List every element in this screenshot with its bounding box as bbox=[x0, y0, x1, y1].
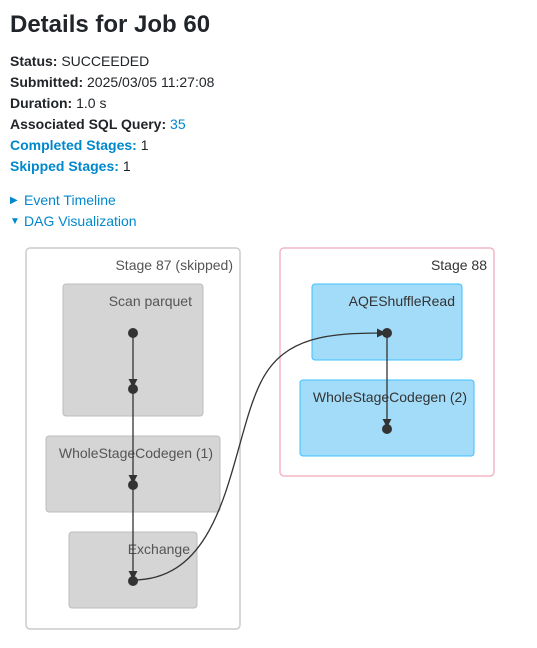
sql-query-label: Associated SQL Query: bbox=[10, 116, 167, 132]
submitted-value: 2025/03/05 11:27:08 bbox=[87, 74, 215, 90]
duration-label: Duration: bbox=[10, 95, 73, 111]
status-label: Status: bbox=[10, 53, 58, 69]
node-exchange-label: Exchange bbox=[128, 541, 190, 557]
stage-skipped-label: Stage 87 (skipped) bbox=[115, 257, 233, 273]
node-scan-parquet-label: Scan parquet bbox=[109, 293, 192, 309]
dag-dot-aqeshuffleread bbox=[382, 328, 392, 338]
event-timeline-toggle[interactable]: ▶ Event Timeline bbox=[10, 190, 137, 211]
dag-dot-codegen2 bbox=[382, 424, 392, 434]
job-summary: Status: SUCCEEDED Submitted: 2025/03/05 … bbox=[10, 51, 214, 177]
skipped-stages-link[interactable]: Skipped Stages: bbox=[10, 158, 119, 174]
toggle-section: ▶ Event Timeline ▼ DAG Visualization bbox=[10, 190, 137, 232]
dag-visualization-toggle[interactable]: ▼ DAG Visualization bbox=[10, 211, 137, 232]
edge-exchange-to-aqeshuffleread bbox=[132, 328, 386, 581]
dag-dot-codegen1 bbox=[128, 480, 138, 490]
event-timeline-label: Event Timeline bbox=[24, 192, 116, 208]
node-wholestagecodegen-2-label: WholeStageCodegen (2) bbox=[313, 389, 467, 405]
dag-dot-exchange bbox=[128, 576, 138, 586]
node-aqeshuffleread-label: AQEShuffleRead bbox=[349, 293, 455, 309]
node-wholestagecodegen-1-label: WholeStageCodegen (1) bbox=[59, 445, 213, 461]
status-row: Status: SUCCEEDED bbox=[10, 51, 214, 72]
duration-value: 1.0 s bbox=[76, 95, 107, 111]
submitted-row: Submitted: 2025/03/05 11:27:08 bbox=[10, 72, 214, 93]
sql-query-row: Associated SQL Query: 35 bbox=[10, 114, 214, 135]
dag-visualization-label: DAG Visualization bbox=[24, 213, 137, 229]
page-title: Details for Job 60 bbox=[10, 11, 211, 38]
dag-dot-scan bbox=[128, 328, 138, 338]
arrow-right-icon: ▶ bbox=[10, 195, 18, 206]
completed-stages-value: 1 bbox=[140, 137, 149, 153]
dag-dot-scan-out bbox=[128, 384, 138, 394]
completed-stages-row: Completed Stages: 1 bbox=[10, 135, 214, 156]
skipped-stages-row: Skipped Stages: 1 bbox=[10, 156, 214, 177]
status-value: SUCCEEDED bbox=[61, 53, 150, 69]
submitted-label: Submitted: bbox=[10, 74, 84, 90]
sql-query-link[interactable]: 35 bbox=[170, 116, 186, 132]
duration-row: Duration: 1.0 s bbox=[10, 93, 214, 114]
completed-stages-link[interactable]: Completed Stages: bbox=[10, 137, 137, 153]
arrow-down-icon: ▼ bbox=[10, 216, 20, 227]
stage-active-label: Stage 88 bbox=[431, 257, 487, 273]
skipped-stages-value: 1 bbox=[122, 158, 131, 174]
